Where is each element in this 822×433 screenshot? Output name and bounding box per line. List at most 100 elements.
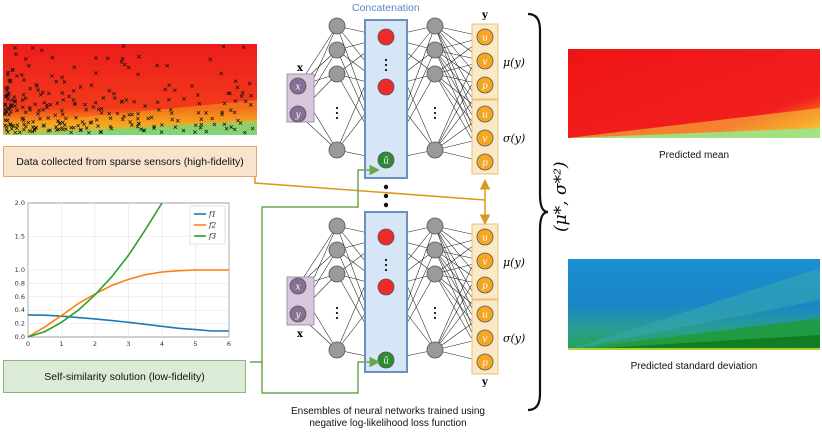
lowfid-arrow [250, 164, 380, 363]
sensor-marker [62, 123, 67, 127]
sensor-marker [222, 122, 227, 127]
sensor-marker [210, 116, 215, 121]
input-node [289, 105, 307, 123]
sensor-marker [42, 100, 47, 105]
concat-node [377, 278, 395, 296]
sensor-marker [182, 97, 186, 101]
sensor-marker [120, 117, 125, 122]
sensor-marker [165, 63, 170, 68]
sensor-marker [48, 102, 53, 107]
sensor-marker [99, 110, 104, 115]
sensor-marker [89, 83, 94, 88]
sensor-marker [9, 126, 14, 131]
sensor-marker [136, 121, 141, 126]
sensor-marker [30, 46, 35, 50]
input-node [289, 77, 307, 95]
sensor-marker [8, 109, 13, 114]
output-node-label: v [482, 258, 487, 268]
sensor-marker [10, 123, 15, 128]
sensor-marker [136, 111, 140, 116]
sensor-marker [23, 110, 28, 115]
output-node-label: u [482, 111, 488, 121]
sensor-marker [50, 74, 54, 78]
sensor-marker [80, 120, 85, 124]
sensor-marker [69, 130, 74, 135]
concatenation-title: Concatenation [352, 2, 420, 14]
sensor-marker [5, 118, 10, 123]
sensor-marker [10, 98, 14, 103]
sensor-marker [23, 96, 28, 101]
sensor-marker [23, 57, 28, 61]
legend-label: f1 [208, 211, 216, 219]
sensor-marker [232, 110, 237, 115]
hidden-node [426, 341, 444, 359]
sensor-marker [226, 91, 231, 96]
sensor-marker [98, 130, 103, 135]
sensor-marker [181, 128, 186, 133]
sensor-marker [238, 121, 243, 125]
sensor-markers [3, 44, 255, 135]
sensor-marker [45, 103, 50, 107]
sensor-marker [193, 130, 197, 134]
sensor-marker [56, 127, 61, 132]
sensor-marker [6, 130, 10, 134]
sensor-marker [155, 100, 160, 105]
sensor-marker [126, 65, 131, 70]
sensor-marker [62, 80, 67, 84]
output-node [476, 28, 494, 46]
sensor-marker [233, 99, 238, 103]
legend-label: f3 [208, 233, 217, 241]
ensemble-caption: Ensembles of neural networks trained usi… [258, 406, 518, 430]
sensor-marker [84, 107, 89, 112]
sensor-marker [129, 123, 134, 127]
sensor-marker [39, 48, 44, 53]
sensor-marker [4, 86, 9, 90]
x-tick-label: 1 [59, 340, 63, 348]
sensor-marker [84, 126, 89, 130]
sensor-marker [67, 94, 71, 99]
y-tick-label: 0.0 [15, 333, 25, 341]
sensor-marker [99, 106, 104, 111]
sensor-marker [94, 71, 98, 75]
sensor-marker [69, 125, 74, 130]
x-tick-label: 4 [160, 340, 164, 348]
sensor-marker [30, 129, 35, 134]
output-node [476, 52, 494, 70]
sensor-marker [57, 121, 62, 126]
hidden-node [328, 217, 346, 235]
sensor-marker [46, 116, 51, 120]
sensor-marker [120, 100, 124, 104]
sensor-marker [220, 110, 225, 115]
brace-label: (μ*, σ*²) [551, 161, 571, 232]
sensor-marker [38, 116, 42, 121]
sensor-marker [54, 79, 59, 84]
sensor-marker [48, 128, 52, 133]
sensor-marker [101, 96, 106, 100]
lowfid-caption-box: Self-similarity solution (low-fidelity) [3, 360, 246, 393]
hidden-node [426, 65, 444, 83]
sensor-marker [56, 119, 60, 123]
sensor-marker [169, 111, 174, 115]
sensor-marker [167, 83, 172, 88]
sensor-marker [143, 104, 148, 108]
sensor-marker [247, 81, 252, 86]
sensor-marker [112, 96, 117, 100]
y-tick-label: 0.8 [15, 279, 25, 287]
output-node [476, 276, 494, 294]
sensor-marker [241, 45, 246, 50]
sensor-marker [121, 44, 126, 48]
y-tick-label: 2.0 [15, 199, 25, 207]
sensor-marker [163, 87, 168, 92]
sensor-marker [13, 99, 17, 104]
sensor-marker [60, 91, 65, 95]
sensor-marker [14, 52, 18, 57]
sensor-marker [156, 108, 161, 112]
sensor-marker [228, 108, 233, 113]
sensor-marker [243, 99, 248, 104]
sensor-marker [224, 126, 229, 131]
sensor-marker [36, 112, 40, 116]
sensor-marker [26, 120, 31, 125]
output-node [476, 76, 494, 94]
output-node-label: v [482, 335, 487, 345]
output-node-label: p [482, 359, 488, 369]
